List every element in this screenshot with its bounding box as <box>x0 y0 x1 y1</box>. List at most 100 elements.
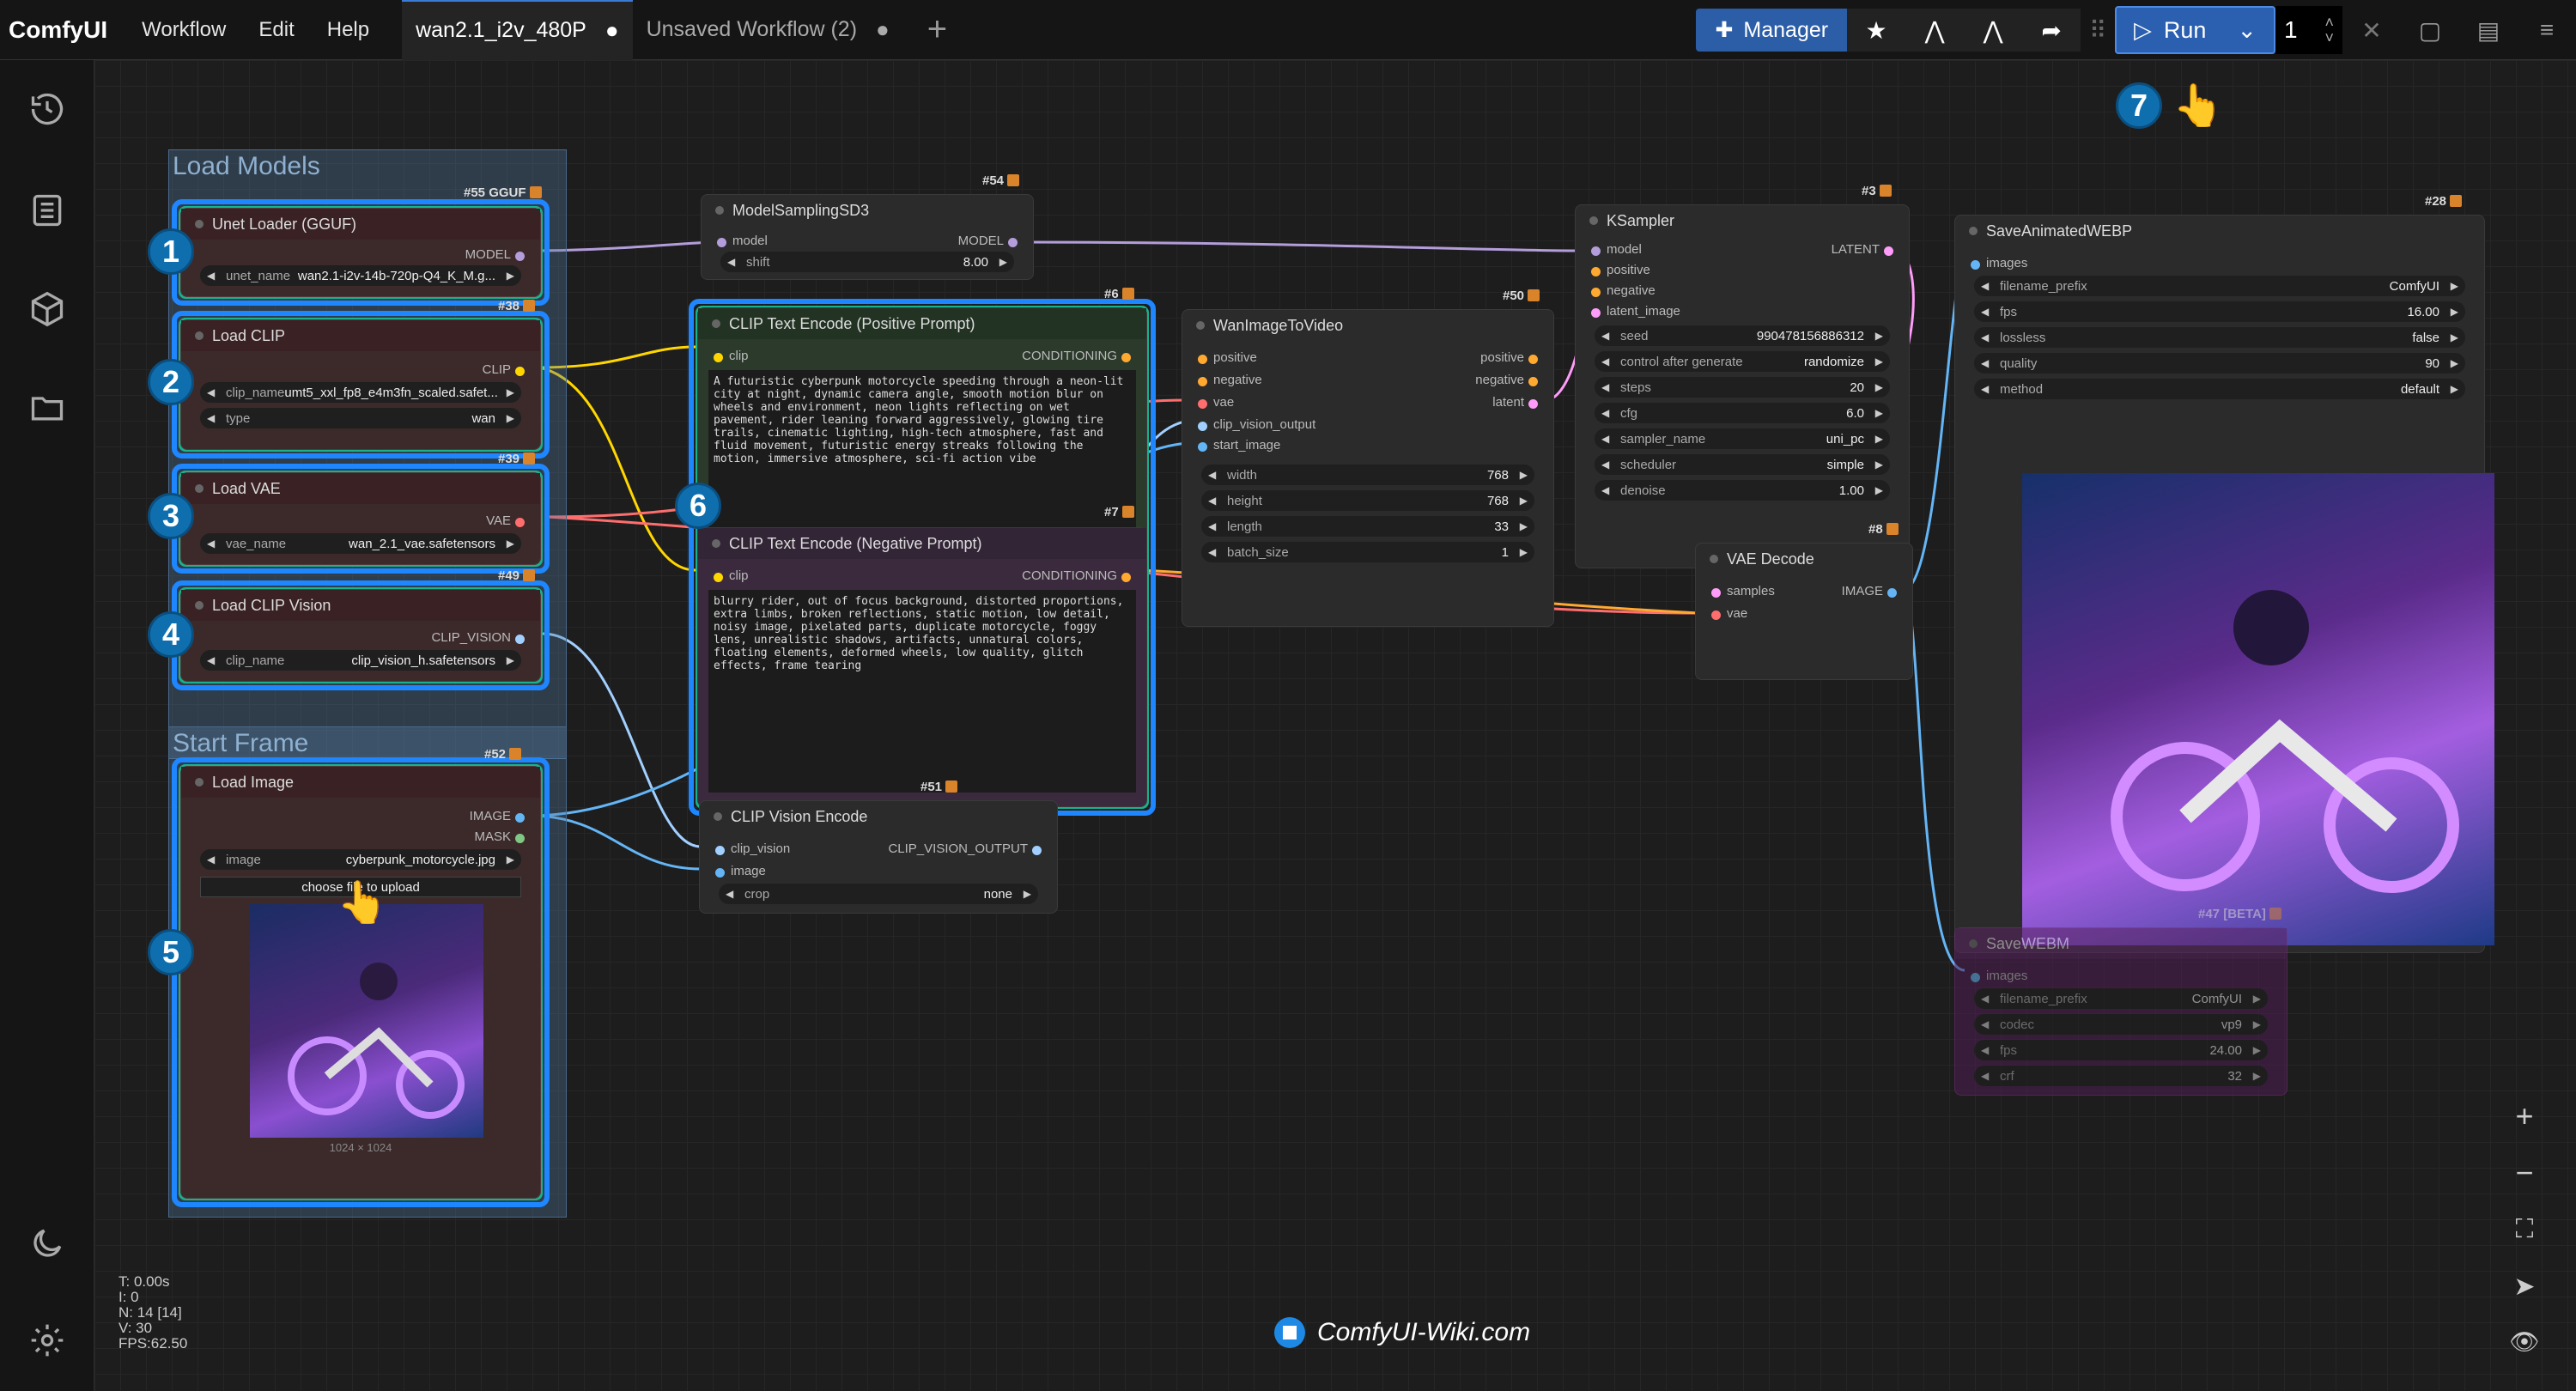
bottom-panel-icon[interactable]: ▤ <box>2476 16 2500 44</box>
output-clip[interactable]: xCLIP <box>197 360 526 379</box>
node-save-animated-webp[interactable]: SaveAnimatedWEBP images filename_prefixC… <box>1954 215 2494 953</box>
close-icon[interactable]: ✕ <box>2361 16 2382 44</box>
zoom-in-icon[interactable]: + <box>2515 1098 2534 1133</box>
node-load-clip-vision[interactable]: Load CLIP Vision xCLIP_VISION clip_namec… <box>180 589 541 682</box>
input-images[interactable]: images <box>1971 253 2469 272</box>
menu-help[interactable]: Help <box>326 17 370 41</box>
model-library-cube-icon[interactable] <box>26 288 69 331</box>
input-start-image[interactable]: start_image <box>1198 435 1538 454</box>
theme-moon-icon[interactable] <box>26 1222 69 1265</box>
model-library-icon[interactable]: ⋀ <box>1964 9 2023 52</box>
fit-view-icon[interactable]: ⛶ <box>2515 1215 2534 1243</box>
node-load-image[interactable]: Load Image xIMAGE xMASK imagecyberpunk_m… <box>180 766 541 1199</box>
toggle-links-eye-icon[interactable]: 👁 <box>2509 1327 2540 1355</box>
node-load-clip[interactable]: Load CLIP xCLIP clip_nameumt5_xxl_fp8_e4… <box>180 319 541 450</box>
output-clip-vision[interactable]: xCLIP_VISION <box>197 628 525 647</box>
menu-edit[interactable]: Edit <box>258 17 295 41</box>
widget-clip-name[interactable]: clip_nameumt5_xxl_fp8_e4m3fn_scaled.safe… <box>200 382 521 403</box>
output-vae[interactable]: xVAE <box>197 511 525 530</box>
output-image[interactable]: xIMAGE <box>197 806 526 825</box>
focus-mode-icon[interactable]: ▢ <box>2418 16 2442 44</box>
output-mask[interactable]: xMASK <box>197 827 525 846</box>
input-latent-image[interactable]: latent_image <box>1591 301 1893 320</box>
node-library-icon[interactable]: ⋀ <box>1905 9 1965 52</box>
menu-workflow[interactable]: Workflow <box>142 17 227 41</box>
chevron-down-icon[interactable]: ⌄ <box>2237 16 2257 43</box>
input-vae[interactable]: vae <box>1711 604 1897 623</box>
node-unet-loader[interactable]: Unet Loader (GGUF) xMODEL unet_namewan2.… <box>180 208 541 297</box>
tab-unsaved[interactable]: Unsaved Workflow (2)● <box>633 0 903 60</box>
positive-prompt-textarea[interactable]: A futuristic cyberpunk motorcycle speedi… <box>708 370 1136 550</box>
zoom-out-icon[interactable]: − <box>2515 1155 2534 1190</box>
tab-wan21[interactable]: wan2.1_i2v_480P● <box>402 0 633 60</box>
input-negative[interactable]: negative <box>1591 281 1893 300</box>
share-icon[interactable]: ➦ <box>2022 9 2081 52</box>
run-button[interactable]: ▷Run⌄ <box>2115 6 2275 54</box>
node-library-list-icon[interactable] <box>26 189 69 232</box>
workflows-folder-icon[interactable] <box>26 386 69 429</box>
input-clip-vision-output[interactable]: clip_vision_output <box>1198 415 1538 434</box>
stepper-arrows-icon[interactable]: ˄˅ <box>2324 14 2334 46</box>
input-images[interactable]: images <box>1971 966 2271 985</box>
select-mode-icon[interactable]: ➤ <box>2513 1272 2536 1301</box>
output-model[interactable]: xMODEL <box>197 245 526 264</box>
manager-button[interactable]: ✚Manager <box>1696 9 1848 52</box>
new-tab-plus-icon[interactable]: + <box>927 10 948 48</box>
queue-count-stepper[interactable]: 1˄˅ <box>2275 6 2342 54</box>
input-positive[interactable]: positive <box>1591 260 1893 279</box>
negative-prompt-textarea[interactable]: blurry rider, out of focus background, d… <box>708 590 1136 793</box>
node-canvas[interactable]: Load Models Start Frame Unet Loader (GGU… <box>94 60 2576 1391</box>
hamburger-menu-icon[interactable]: ≡ <box>2539 16 2555 43</box>
node-load-vae[interactable]: Load VAE xVAE vae_namewan_2.1_vae.safete… <box>180 472 541 565</box>
settings-gear-icon[interactable] <box>26 1319 69 1362</box>
upload-button[interactable]: choose file to upload <box>200 877 521 897</box>
queue-history-icon[interactable] <box>26 88 69 131</box>
drag-handle-icon[interactable]: ⠿ <box>2088 16 2107 44</box>
star-icon[interactable]: ★ <box>1847 9 1906 52</box>
input-image[interactable]: image <box>715 861 1042 880</box>
widget-unet-name[interactable]: unet_namewan2.1-i2v-14b-720p-Q4_K_M.g... <box>200 265 521 286</box>
